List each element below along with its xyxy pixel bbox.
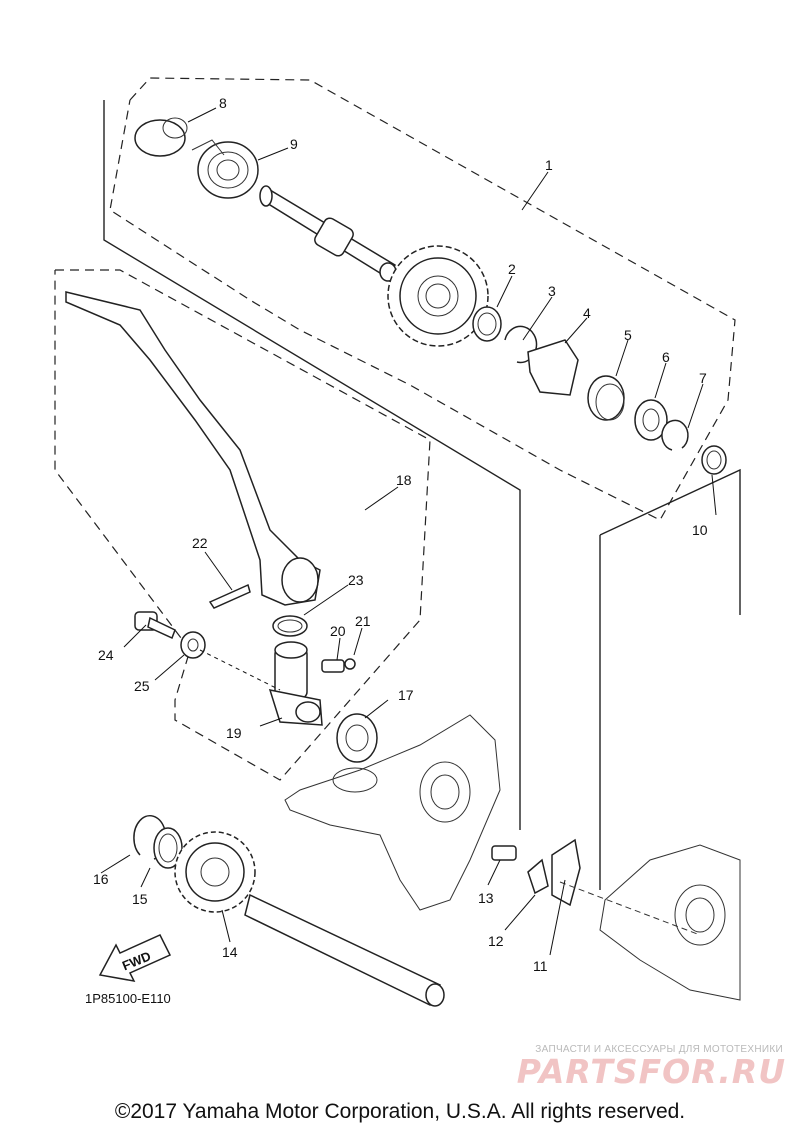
crankcase [284, 714, 741, 1001]
kick-axle [259, 185, 397, 282]
kick-gear [387, 245, 489, 347]
callout-4: 4 [583, 305, 591, 321]
group-outline-1 [103, 77, 741, 890]
callout-16: 16 [93, 871, 109, 887]
callout-8: 8 [219, 95, 227, 111]
callout-numbers: 8 9 1 2 3 4 5 6 7 10 18 22 23 20 21 24 2… [93, 95, 708, 974]
copyright-footer: ©2017 Yamaha Motor Corporation, U.S.A. A… [114, 1100, 686, 1123]
callout-24: 24 [98, 647, 114, 663]
callout-18: 18 [396, 472, 412, 488]
callout-23: 23 [348, 572, 364, 588]
callout-5: 5 [624, 327, 632, 343]
callout-11: 11 [533, 958, 548, 974]
group-outline-18 [54, 269, 431, 781]
leader-lines [100, 107, 717, 956]
callout-20: 20 [330, 623, 346, 639]
fwd-arrow-icon: FWD [98, 934, 172, 982]
callout-22: 22 [192, 535, 208, 551]
drawing-code: 1P85100-E110 [85, 991, 171, 1006]
callout-7: 7 [699, 370, 707, 386]
callout-19: 19 [226, 725, 242, 741]
callout-2: 2 [508, 261, 516, 277]
lower-parts [133, 815, 701, 1007]
callout-15: 15 [132, 891, 148, 907]
ratchet-parts [472, 306, 727, 475]
callout-14: 14 [222, 944, 238, 960]
callout-12: 12 [488, 933, 504, 949]
kick-lever [65, 291, 321, 606]
callout-10: 10 [692, 522, 708, 538]
callout-9: 9 [290, 136, 298, 152]
callout-21: 21 [355, 613, 371, 629]
callout-1: 1 [545, 157, 553, 173]
watermark-tagline: ЗАПЧАСТИ И АКСЕССУАРЫ ДЛЯ МОТОТЕХНИКИ [535, 1044, 783, 1055]
watermark-logo: PARTSFOR.RU [516, 1052, 786, 1091]
callout-3: 3 [548, 283, 556, 299]
callout-17: 17 [398, 687, 414, 703]
callout-13: 13 [478, 890, 494, 906]
callout-25: 25 [134, 678, 150, 694]
collar-and-spring [134, 117, 259, 199]
lever-bolt-22 [208, 583, 251, 609]
boss-and-parts [134, 611, 378, 763]
callout-6: 6 [662, 349, 670, 365]
